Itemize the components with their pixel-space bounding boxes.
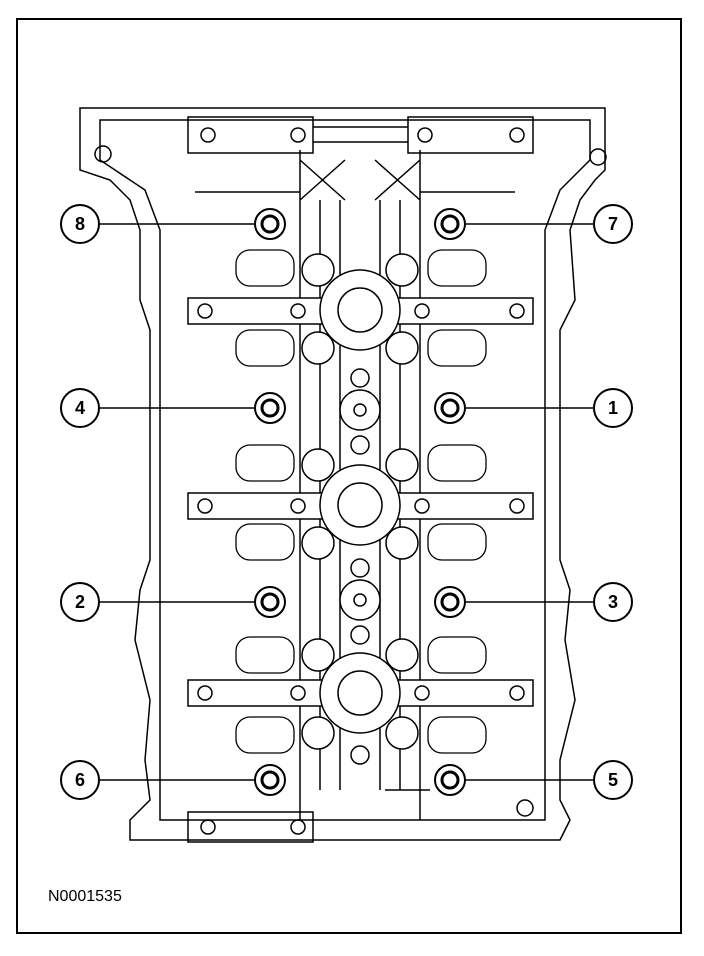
callout-label: 8	[75, 214, 85, 234]
head-bolt-3	[434, 586, 466, 618]
head-bolt-1	[434, 392, 466, 424]
callout-label: 4	[75, 398, 85, 418]
head-bolt-4	[254, 392, 286, 424]
callout-3: 3	[593, 582, 633, 622]
head-bolt-8	[254, 208, 286, 240]
figure-id-label: N0001535	[48, 888, 122, 905]
callout-label: 7	[608, 214, 618, 234]
callout-label: 6	[75, 770, 85, 790]
camshaft-bearings	[187, 253, 534, 765]
figure-frame	[16, 18, 682, 934]
callout-2: 2	[60, 582, 100, 622]
head-bolt-5	[434, 764, 466, 796]
callout-6: 6	[60, 760, 100, 800]
head-bolt-6	[254, 764, 286, 796]
callout-8: 8	[60, 204, 100, 244]
callout-label: 3	[608, 592, 618, 612]
head-bolts	[254, 208, 466, 796]
callout-5: 5	[593, 760, 633, 800]
callout-label: 5	[608, 770, 618, 790]
head-bolt-2	[254, 586, 286, 618]
callout-label: 2	[75, 592, 85, 612]
callout-1: 1	[593, 388, 633, 428]
callout-4: 4	[60, 388, 100, 428]
head-bolt-7	[434, 208, 466, 240]
callout-leaders	[99, 223, 594, 781]
valve-springs	[235, 249, 487, 754]
callout-7: 7	[593, 204, 633, 244]
callout-label: 1	[608, 398, 618, 418]
